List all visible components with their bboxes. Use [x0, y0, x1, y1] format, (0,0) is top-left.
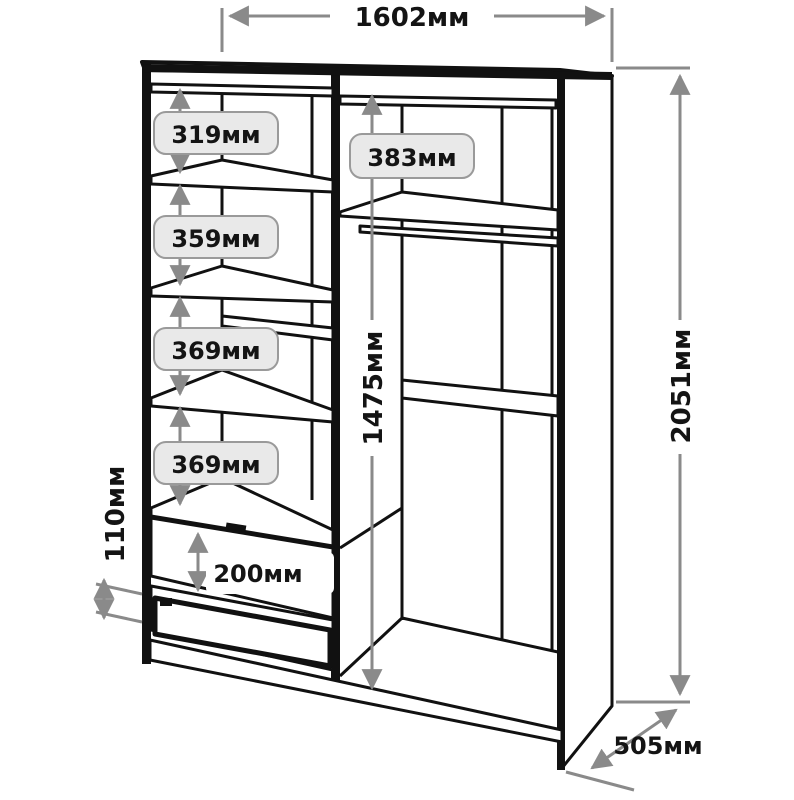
- wardrobe-body: [140, 60, 614, 770]
- shelf: [149, 82, 335, 98]
- drawer-width-label: 200мм: [213, 560, 302, 588]
- plinth-height-label: 110мм: [101, 466, 131, 563]
- right-side-panel: [558, 70, 614, 770]
- gap-pill-3: [153, 327, 279, 371]
- top-front-rail: [142, 64, 612, 80]
- top-right-shelf: [338, 94, 558, 110]
- right-fittings: [338, 94, 560, 418]
- depth-label: 505мм: [613, 732, 702, 760]
- left-front-upright: [142, 64, 151, 664]
- bottom-plinth: [148, 638, 564, 744]
- left-shelves: [149, 82, 335, 548]
- shelf: [149, 368, 335, 424]
- gap-pill-right: [349, 133, 475, 179]
- width-label: 1602мм: [355, 3, 470, 33]
- gap-label-right: 383мм: [367, 144, 456, 172]
- middle-divider: [331, 68, 340, 680]
- overall-dimension-labels: 1602мм 2051мм 1475мм 110мм 505мм: [101, 3, 703, 760]
- hanging-height-label: 1475мм: [359, 331, 389, 446]
- drawer-pill: [206, 552, 334, 594]
- gap-label-2: 359мм: [171, 225, 260, 253]
- gap-label-3: 369мм: [171, 337, 260, 365]
- gap-label-1: 319мм: [171, 121, 260, 149]
- gap-label-4: 369мм: [171, 451, 260, 479]
- right-front-upright: [557, 72, 565, 770]
- lower-drawer-front: [152, 595, 333, 669]
- gap-pill-1: [153, 111, 279, 155]
- shelf: [149, 264, 335, 304]
- gap-pill-2: [153, 215, 279, 259]
- lower-rail: [400, 378, 560, 418]
- hat-shelf: [338, 190, 560, 232]
- height-label: 2051мм: [667, 329, 697, 444]
- hanging-rail: [358, 224, 560, 248]
- shelf-gap-labels: 319мм 359мм 369мм 369мм 383мм 200мм: [153, 111, 475, 594]
- drawer-rail: [220, 314, 335, 342]
- gap-pill-4: [153, 441, 279, 485]
- upper-drawer-handle: [225, 522, 247, 532]
- depth-extension: [565, 770, 635, 792]
- shelf: [149, 158, 335, 194]
- depth-dimension-line: [590, 708, 678, 770]
- inner-bottom-edge: [338, 616, 559, 678]
- lower-drawer-handle: [160, 598, 172, 606]
